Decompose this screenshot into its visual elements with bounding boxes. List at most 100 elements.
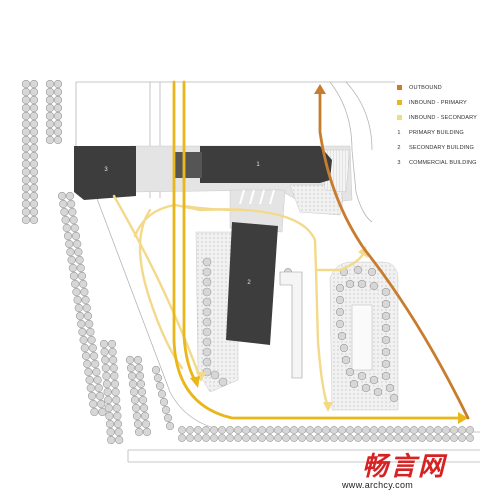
tree-icon	[69, 271, 79, 281]
tree-icon	[381, 335, 391, 345]
tree-icon	[29, 119, 39, 129]
tree-icon	[362, 434, 370, 442]
tree-icon	[194, 426, 202, 434]
legend-label: INBOUND - SECONDARY	[409, 114, 477, 121]
tree-icon	[186, 434, 194, 442]
tree-icon	[378, 426, 386, 434]
outbound-route	[318, 92, 470, 420]
tree-icon	[133, 355, 143, 365]
tree-icon	[114, 427, 123, 437]
tree-icon	[86, 327, 95, 337]
tree-icon	[290, 426, 298, 434]
tree-icon	[466, 426, 474, 434]
tree-icon	[98, 407, 107, 417]
tree-icon	[134, 427, 144, 437]
outbound-arrowhead	[314, 84, 326, 94]
tree-icon	[94, 383, 103, 393]
tree-icon	[282, 426, 290, 434]
tree-icon	[73, 295, 82, 305]
tree-icon	[242, 434, 250, 442]
tree-icon	[218, 426, 226, 434]
tree-icon	[361, 383, 371, 393]
tree-icon	[61, 215, 70, 225]
tree-icon	[339, 343, 349, 353]
tree-icon	[72, 287, 81, 297]
tree-icon	[132, 411, 142, 421]
tree-icon	[381, 371, 391, 381]
tree-icon	[381, 311, 391, 321]
legend-label: OUTBOUND	[409, 84, 442, 91]
tree-icon	[178, 434, 186, 442]
tree-icon	[45, 95, 55, 105]
tree-icon	[202, 267, 212, 277]
tree-icon	[218, 377, 228, 387]
tree-icon	[346, 426, 354, 434]
tree-icon	[88, 343, 97, 353]
tree-icon	[89, 351, 99, 361]
tree-icon	[434, 426, 442, 434]
tree-icon	[65, 239, 74, 249]
tree-icon	[115, 435, 124, 445]
tree-icon	[68, 263, 77, 273]
tree-icon	[90, 407, 99, 417]
tree-icon	[226, 434, 234, 442]
tree-icon	[21, 159, 31, 169]
inbound-primary-arrowheads	[190, 376, 468, 424]
tree-icon	[91, 359, 100, 369]
legend-item-primary-building: 1 PRIMARY BUILDING	[396, 125, 496, 140]
tree-icon	[53, 127, 63, 137]
tree-icon	[21, 183, 31, 193]
tree-icon	[242, 426, 250, 434]
tree-icon	[21, 191, 31, 201]
tree-icon	[112, 403, 121, 413]
tree-icon	[69, 215, 78, 225]
tree-icon	[357, 371, 367, 381]
tree-icon	[202, 297, 212, 307]
tree-icon	[418, 426, 426, 434]
tree-icon	[210, 426, 218, 434]
tree-icon	[74, 247, 83, 257]
tree-icon	[80, 343, 89, 353]
tree-icon	[370, 426, 378, 434]
tree-icon	[266, 426, 274, 434]
tree-icon	[442, 434, 450, 442]
tree-icon	[109, 355, 118, 365]
tree-icon	[84, 367, 93, 377]
building-1-label: 1	[256, 162, 260, 168]
tree-icon	[21, 151, 31, 161]
tree-icon	[335, 307, 345, 317]
tree-icon	[71, 279, 80, 289]
tree-icon	[60, 207, 69, 217]
tree-icon	[65, 191, 75, 201]
tree-icon	[178, 426, 186, 434]
tree-icon	[266, 434, 274, 442]
watermark-url: www.archcy.com	[342, 480, 414, 490]
tree-icon	[100, 347, 109, 357]
tree-icon	[78, 327, 87, 337]
tree-icon	[21, 87, 31, 97]
tree-icon	[346, 434, 354, 442]
tree-icon	[386, 434, 394, 442]
tree-icon	[45, 87, 55, 97]
tree-icon	[381, 347, 391, 357]
tree-icon	[81, 295, 90, 305]
tree-icon	[80, 287, 89, 297]
tree-icon	[234, 434, 242, 442]
tree-icon	[140, 411, 150, 421]
tree-icon	[62, 223, 71, 233]
tree-icon	[357, 279, 367, 289]
tree-icon	[202, 426, 210, 434]
tree-icon	[153, 373, 163, 383]
tree-icon	[335, 295, 345, 305]
tree-icon	[353, 265, 363, 275]
tree-icon	[29, 103, 39, 113]
tree-icon	[306, 426, 314, 434]
tree-icon	[29, 207, 39, 217]
tree-icon	[161, 405, 171, 415]
tree-icon	[21, 143, 31, 153]
tree-icon	[330, 426, 338, 434]
tree-icon	[370, 434, 378, 442]
tree-icon	[369, 281, 379, 291]
tree-icon	[73, 239, 82, 249]
tree-icon	[426, 426, 434, 434]
